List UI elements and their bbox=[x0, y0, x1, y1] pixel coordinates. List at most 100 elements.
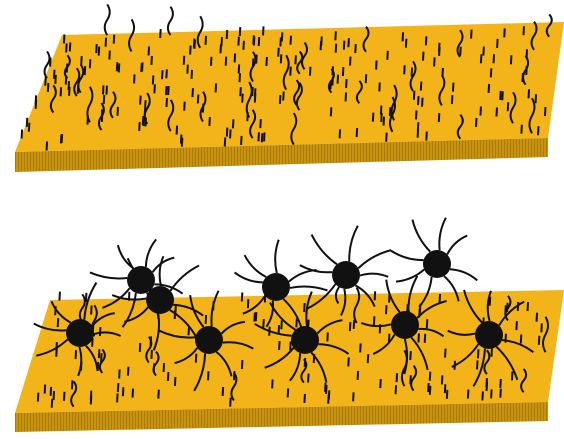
short-chain-molecule bbox=[134, 74, 135, 83]
short-chain-molecule bbox=[321, 41, 322, 50]
short-chain-molecule bbox=[500, 379, 501, 388]
short-chain-molecule bbox=[242, 292, 243, 301]
short-chain-molecule bbox=[100, 327, 101, 336]
short-chain-molecule bbox=[483, 47, 484, 56]
short-chain-molecule bbox=[326, 385, 327, 394]
short-chain-molecule bbox=[481, 54, 482, 63]
short-chain-molecule bbox=[58, 318, 59, 327]
short-chain-molecule bbox=[374, 316, 375, 325]
short-chain-molecule bbox=[476, 118, 477, 127]
short-chain-molecule bbox=[373, 113, 374, 122]
short-chain-molecule bbox=[346, 79, 347, 88]
short-chain-molecule bbox=[162, 70, 163, 79]
short-chain-molecule bbox=[96, 44, 97, 53]
ligand-chain bbox=[412, 220, 430, 252]
short-chain-molecule bbox=[22, 130, 23, 139]
short-chain-molecule bbox=[406, 39, 407, 48]
short-chain-molecule bbox=[430, 372, 431, 381]
short-chain-molecule bbox=[344, 41, 345, 50]
short-chain-molecule bbox=[143, 116, 144, 125]
short-chain-molecule bbox=[350, 322, 351, 331]
short-chain-molecule bbox=[166, 86, 167, 95]
short-chain-molecule bbox=[545, 107, 546, 116]
short-chain-molecule bbox=[64, 392, 65, 401]
short-chain-molecule bbox=[230, 398, 231, 407]
short-chain-molecule bbox=[91, 395, 92, 404]
short-chain-molecule bbox=[281, 320, 282, 329]
bottom-panel bbox=[15, 218, 564, 432]
short-chain-molecule bbox=[177, 126, 178, 135]
short-chain-molecule bbox=[76, 350, 77, 359]
short-chain-molecule bbox=[442, 68, 443, 77]
short-chain-molecule bbox=[397, 373, 398, 382]
ligand-chain bbox=[439, 218, 446, 251]
short-chain-molecule bbox=[478, 349, 479, 358]
short-chain-molecule bbox=[418, 96, 419, 105]
short-chain-molecule bbox=[358, 371, 359, 380]
short-chain-molecule bbox=[70, 42, 71, 51]
short-chain-molecule bbox=[379, 82, 380, 91]
short-chain-molecule bbox=[500, 91, 501, 100]
ligand-chain bbox=[90, 272, 127, 278]
short-chain-molecule bbox=[190, 46, 191, 55]
short-chain-molecule bbox=[56, 348, 57, 357]
short-chain-molecule bbox=[240, 73, 241, 82]
top-substrate-surface bbox=[15, 22, 564, 152]
short-chain-molecule bbox=[482, 391, 483, 400]
short-chain-molecule bbox=[489, 84, 490, 93]
nanoparticle-core bbox=[146, 286, 174, 314]
short-chain-molecule bbox=[140, 343, 141, 352]
short-chain-molecule bbox=[480, 106, 481, 115]
short-chain-molecule bbox=[140, 96, 141, 105]
short-chain-molecule bbox=[263, 26, 264, 35]
short-chain-molecule bbox=[216, 83, 217, 92]
short-chain-molecule bbox=[51, 387, 52, 396]
short-chain-molecule bbox=[348, 357, 349, 366]
short-chain-molecule bbox=[160, 29, 161, 38]
short-chain-molecule bbox=[491, 68, 492, 77]
short-chain-molecule bbox=[376, 61, 377, 70]
short-chain-molecule bbox=[375, 291, 376, 300]
short-chain-molecule bbox=[184, 56, 185, 65]
short-chain-molecule bbox=[85, 66, 86, 75]
short-chain-molecule bbox=[305, 358, 306, 367]
short-chain-molecule bbox=[48, 83, 49, 92]
short-chain-molecule bbox=[192, 88, 193, 97]
short-chain-molecule bbox=[208, 371, 209, 380]
short-chain-molecule bbox=[304, 394, 305, 403]
short-chain-molecule bbox=[368, 354, 369, 363]
short-chain-molecule bbox=[279, 325, 280, 334]
ligand-chain bbox=[300, 265, 332, 272]
short-chain-molecule bbox=[235, 53, 236, 62]
short-chain-molecule bbox=[427, 319, 428, 328]
short-chain-molecule bbox=[335, 31, 336, 40]
short-chain-molecule bbox=[45, 385, 46, 394]
short-chain-molecule bbox=[227, 128, 228, 137]
short-chain-molecule bbox=[54, 391, 55, 400]
short-chain-molecule bbox=[209, 117, 210, 126]
short-chain-molecule bbox=[255, 94, 256, 103]
short-chain-molecule bbox=[36, 95, 37, 104]
short-chain-molecule bbox=[445, 349, 446, 358]
short-chain-molecule bbox=[346, 92, 347, 101]
short-chain-molecule bbox=[502, 91, 503, 100]
short-chain-molecule bbox=[327, 332, 328, 341]
short-chain-molecule bbox=[516, 321, 517, 330]
short-chain-molecule bbox=[211, 57, 212, 66]
short-chain-molecule bbox=[508, 102, 509, 111]
short-chain-molecule bbox=[491, 389, 492, 398]
short-chain-molecule bbox=[47, 142, 48, 151]
short-chain-molecule bbox=[168, 86, 169, 95]
ligand-chain bbox=[396, 270, 424, 282]
short-chain-molecule bbox=[329, 390, 330, 399]
short-chain-molecule bbox=[27, 118, 28, 127]
short-chain-molecule bbox=[119, 63, 120, 72]
short-chain-molecule bbox=[61, 134, 62, 143]
ligand-chain bbox=[160, 256, 164, 286]
short-chain-molecule bbox=[348, 38, 349, 47]
short-chain-molecule bbox=[55, 75, 56, 84]
short-chain-molecule bbox=[242, 360, 243, 369]
short-chain-molecule bbox=[310, 67, 311, 76]
short-chain-molecule bbox=[187, 65, 188, 74]
short-chain-molecule bbox=[355, 44, 356, 53]
